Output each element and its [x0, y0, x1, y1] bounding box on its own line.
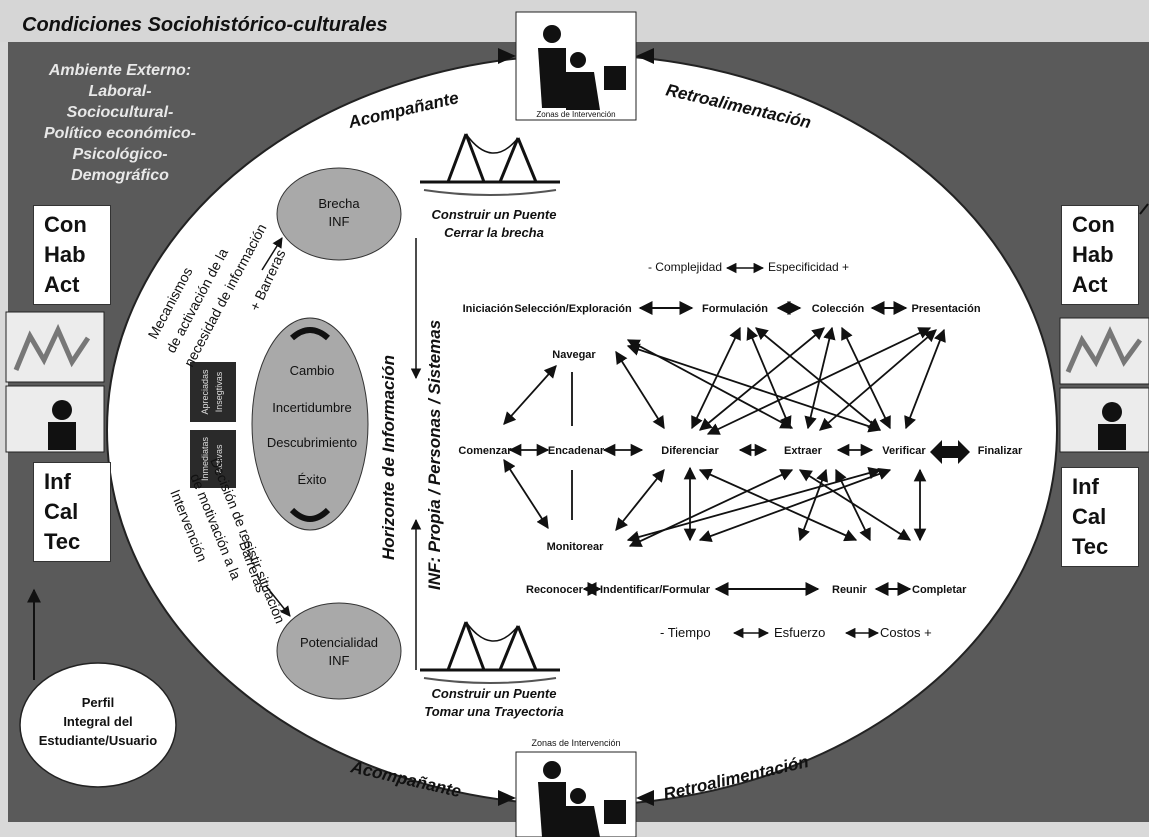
action-label: Reunir — [832, 584, 868, 596]
edge — [503, 365, 557, 425]
bridge-bottom-line: Tomar una Trayectoria — [424, 704, 563, 719]
edge — [835, 468, 871, 542]
bridge-bottom-image — [420, 621, 560, 684]
cycle-item: Cambio — [290, 363, 335, 378]
cycle-arrow-bottom — [289, 507, 331, 522]
perfil-node: Perfil Integral del Estudiante/Usuario — [19, 662, 177, 788]
ext-line: Ambiente Externo: — [48, 62, 191, 79]
ext-line: Sociocultural- — [67, 104, 174, 121]
brecha-node: Brecha INF — [276, 167, 402, 261]
horizonte-line-2: INF: Propia / Personas / Sistemas — [425, 320, 444, 590]
right-con-hab-act-box: Con Hab Act — [1061, 205, 1139, 305]
bottom-intervention-image: Zonas de Intervención — [498, 738, 654, 837]
ext-line: Demográfico — [71, 167, 169, 184]
box-line: Act — [44, 272, 80, 297]
scale-bottom-a: - Tiempo — [660, 625, 711, 640]
node-verificar: Verificar — [882, 445, 926, 457]
left-inf-cal-tec-box: Inf Cal Tec — [33, 462, 111, 562]
side-tag-bottom: Inmediatas Activas — [190, 430, 236, 488]
stage-label: Colección — [812, 303, 865, 315]
header-title: Condiciones Sociohistórico-culturales — [22, 14, 388, 36]
perfil-line: Estudiante/Usuario — [39, 733, 158, 748]
process-edges — [503, 326, 946, 547]
box-line: Cal — [44, 499, 79, 524]
node-encadenar: Encadenar — [548, 445, 605, 457]
finalizar-double-arrow — [930, 440, 970, 464]
box-line: Tec — [1072, 534, 1109, 559]
ext-line: Laboral- — [88, 83, 151, 100]
node-comenzar: Comenzar — [458, 445, 512, 457]
action-label: Completar — [912, 584, 967, 596]
box-line: Tec — [44, 529, 81, 554]
potencialidad-node: Potencialidad INF — [276, 602, 402, 700]
external-env-text: Ambiente Externo: Laboral- Sociocultural… — [44, 62, 196, 184]
scale-top-left: - Complejidad — [648, 260, 722, 274]
box-line: Inf — [44, 469, 71, 494]
side-tag-top: Apreciadas Insegtivas — [190, 362, 236, 422]
tag-line: Activas — [214, 444, 224, 474]
box-line: Act — [1072, 272, 1108, 297]
box-line: Inf — [1072, 474, 1099, 499]
node-diferenciar: Diferenciar — [661, 445, 719, 457]
box-line: Hab — [1072, 242, 1114, 267]
top-intervention-caption: Zonas de Intervención — [536, 110, 615, 119]
bridge-top-line: Cerrar la brecha — [444, 225, 544, 240]
box-line: Cal — [1072, 504, 1107, 529]
scale-top-right: Especificidad + — [768, 260, 849, 274]
barreras-arrow-bottom — [265, 585, 291, 617]
left-side-images — [5, 311, 105, 453]
stage-label: Iniciación — [463, 303, 514, 315]
left-con-hab-act-box: Con Hab Act — [33, 205, 111, 305]
top-intervention-image: Zonas de Intervención — [498, 11, 654, 121]
stage-label: Selección/Exploración — [514, 303, 632, 315]
bridge-top-image — [420, 133, 560, 196]
bridge-bottom-line: Construir un Puente — [432, 686, 557, 701]
right-side-images — [1059, 317, 1149, 453]
cycle-item: Descubrimiento — [267, 435, 357, 450]
perfil-line: Integral del — [63, 714, 132, 729]
cycle-item: Éxito — [298, 472, 327, 487]
scale-bottom-c: Costos + — [880, 625, 932, 640]
edge — [904, 328, 946, 430]
stage-label: Presentación — [911, 303, 980, 315]
node-navegar: Navegar — [552, 349, 596, 361]
right-edge-arrow — [1139, 203, 1149, 215]
perfil-line: Perfil — [82, 695, 115, 710]
edge — [503, 458, 549, 530]
potencialidad-line: Potencialidad — [300, 635, 378, 650]
action-label: Reconocer — [526, 584, 584, 596]
cycle-item: Incertidumbre — [272, 400, 351, 415]
tag-line: Insegtivas — [214, 371, 224, 412]
edge — [798, 468, 828, 542]
box-line: Con — [1072, 212, 1115, 237]
main-ellipse — [106, 54, 1058, 806]
bottom-intervention-caption: Zonas de Intervención — [531, 738, 620, 748]
central-cycle-oval: Cambio Incertidumbre Descubrimiento Éxit… — [251, 317, 369, 531]
ext-line: Político económico- — [44, 125, 196, 142]
node-finalizar: Finalizar — [978, 445, 1023, 457]
potencialidad-line: INF — [329, 653, 350, 668]
horizonte-line-1: Horizonte de Información — [379, 355, 398, 560]
brecha-line: INF — [329, 214, 350, 229]
tag-line: Inmediatas — [200, 436, 210, 481]
box-line: Con — [44, 212, 87, 237]
bridge-top-line: Construir un Puente — [432, 207, 557, 222]
ext-line: Psicológico- — [72, 146, 167, 163]
stage-label: Formulación — [702, 303, 768, 315]
cycle-arrow-top — [290, 327, 330, 341]
box-line: Hab — [44, 242, 86, 267]
tag-line: Apreciadas — [200, 369, 210, 415]
barreras-arrow-top — [261, 237, 283, 271]
node-extraer: Extraer — [784, 445, 823, 457]
right-inf-cal-tec-box: Inf Cal Tec — [1061, 467, 1139, 567]
node-monitorear: Monitorear — [547, 541, 605, 553]
scale-bottom-b: Esfuerzo — [774, 625, 825, 640]
brecha-line: Brecha — [318, 196, 360, 211]
action-label: Indentificar/Formular — [600, 584, 711, 596]
